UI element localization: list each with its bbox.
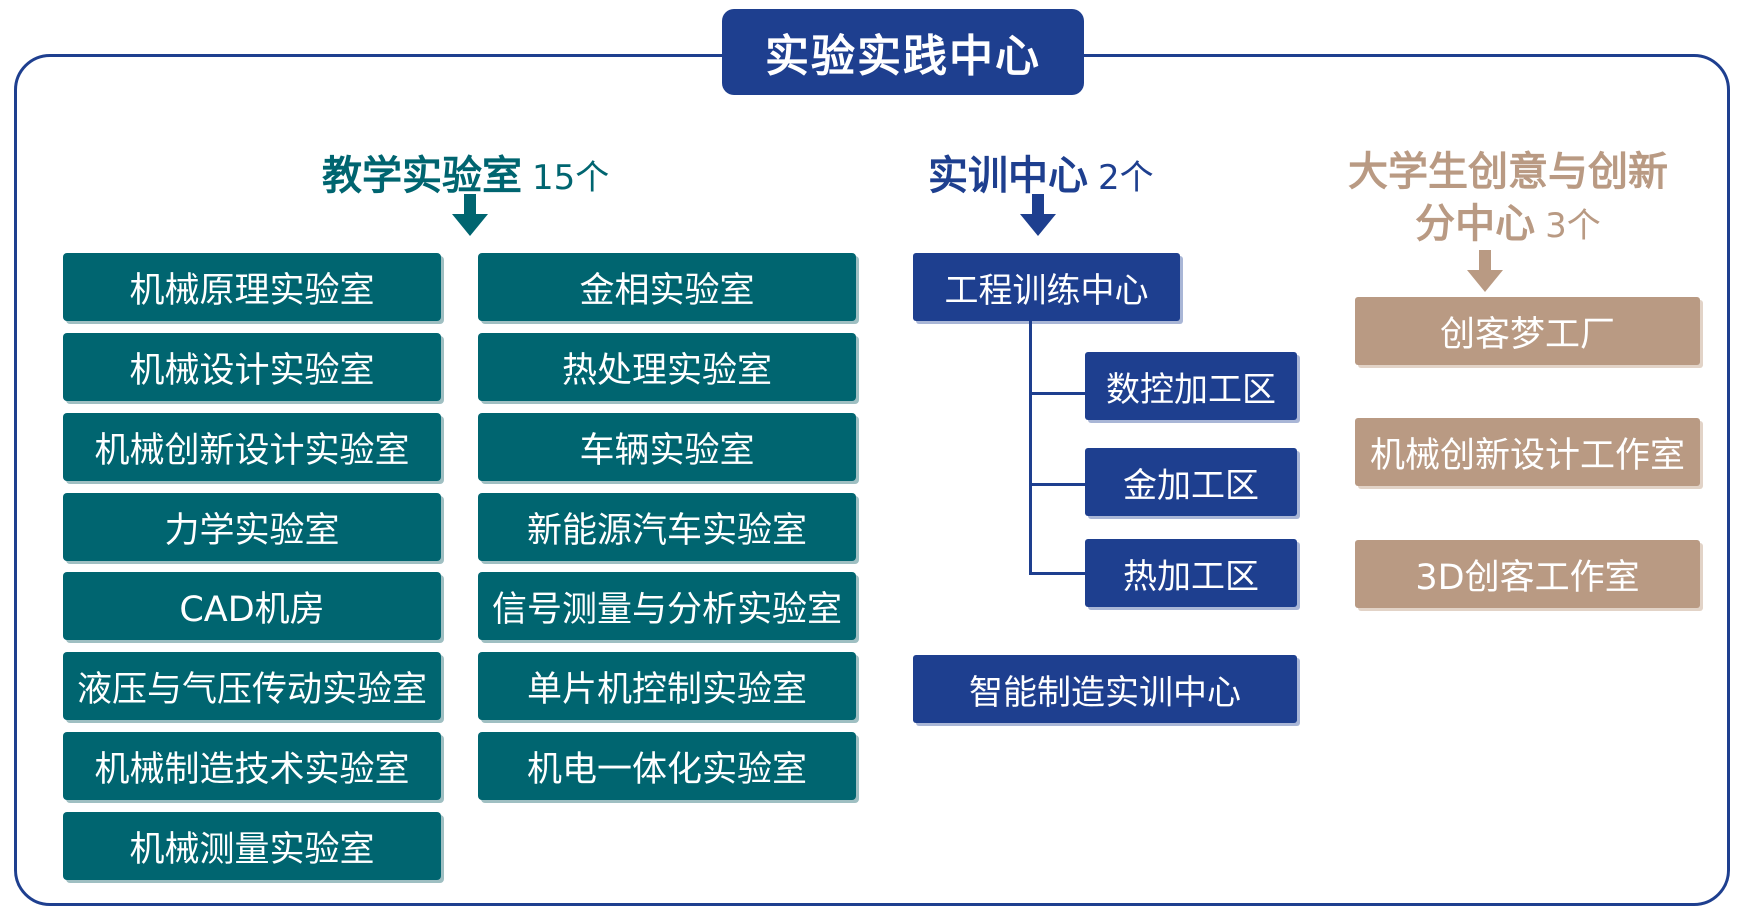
teaching-lab-box: 机械原理实验室 (63, 253, 441, 321)
tree-connector-vertical (1029, 321, 1032, 574)
training-area-box: 热加工区 (1085, 539, 1297, 607)
teaching-count: 15个 (532, 158, 610, 198)
teaching-lab-box: 新能源汽车实验室 (478, 493, 856, 561)
teaching-lab-box: 力学实验室 (63, 493, 441, 561)
innovation-item-box: 3D创客工作室 (1355, 540, 1700, 608)
teaching-heading-label: 教学实验室 (322, 153, 522, 199)
teaching-lab-box: CAD机房 (63, 572, 441, 640)
teaching-lab-box: 液压与气压传动实验室 (63, 652, 441, 720)
innovation-count: 3个 (1545, 206, 1601, 246)
teaching-lab-box: 机电一体化实验室 (478, 732, 856, 800)
tree-connector-branch-2 (1029, 483, 1085, 486)
teaching-down-arrow-icon (452, 194, 488, 236)
teaching-lab-box: 机械创新设计实验室 (63, 413, 441, 481)
innovation-item-box: 机械创新设计工作室 (1355, 418, 1700, 486)
training-heading-label: 实训中心 (928, 153, 1088, 199)
training-area-box: 金加工区 (1085, 448, 1297, 516)
innovation-down-arrow-icon (1467, 250, 1503, 292)
training-count: 2个 (1098, 158, 1154, 198)
smart-manufacturing-center: 智能制造实训中心 (913, 655, 1297, 723)
teaching-lab-box: 机械制造技术实验室 (63, 732, 441, 800)
teaching-lab-box: 金相实验室 (478, 253, 856, 321)
teaching-lab-box: 车辆实验室 (478, 413, 856, 481)
training-down-arrow-icon (1020, 194, 1056, 236)
innovation-heading-line1: 大学生创意与创新 (1348, 149, 1668, 195)
tree-connector-branch-3 (1029, 572, 1085, 575)
teaching-lab-box: 热处理实验室 (478, 333, 856, 401)
teaching-lab-box: 机械测量实验室 (63, 812, 441, 880)
tree-connector-branch-1 (1029, 392, 1085, 395)
teaching-lab-box: 机械设计实验室 (63, 333, 441, 401)
innovation-item-box: 创客梦工厂 (1355, 297, 1700, 365)
engineering-training-center: 工程训练中心 (913, 253, 1180, 321)
innovation-heading-line2: 分中心 (1415, 201, 1536, 247)
main-title: 实验实践中心 (722, 9, 1084, 95)
teaching-lab-box: 单片机控制实验室 (478, 652, 856, 720)
training-area-box: 数控加工区 (1085, 352, 1297, 420)
teaching-lab-box: 信号测量与分析实验室 (478, 572, 856, 640)
